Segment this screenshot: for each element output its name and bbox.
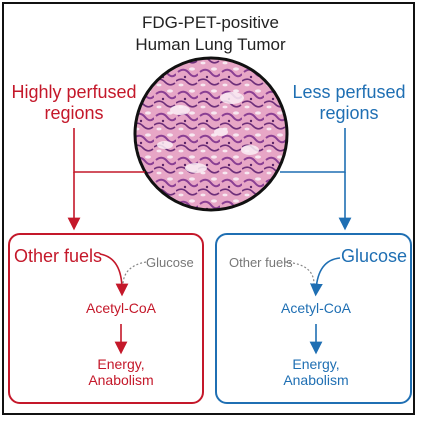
right-energy-line-1: Energy, (292, 356, 340, 372)
left-acetyl-coa-label: Acetyl-CoA (85, 300, 157, 316)
tumor-histology-image (133, 56, 289, 212)
left-other-fuels-label: Other fuels (14, 246, 103, 266)
right-acetyl-coa-label: Acetyl-CoA (280, 300, 352, 316)
title-line-1: FDG-PET-positive (142, 13, 279, 32)
highly-perfused-line-2: regions (44, 102, 104, 123)
red-other-fuels-flow-arrow (99, 253, 129, 297)
less-perfused-line-1: Less perfused (292, 82, 406, 102)
left-energy-line-1: Energy, (97, 356, 145, 372)
gray-other-fuels-flow-arrow-right (284, 261, 315, 285)
highly-perfused-box (8, 233, 204, 404)
right-other-fuels-label: Other fuels (229, 255, 293, 270)
right-energy-line-2: Anabolism (283, 372, 349, 389)
right-glucose-label: Glucose (341, 246, 408, 266)
blue-glucose-flow-arrow (310, 257, 341, 297)
right-energy-anabolism-label: Energy, Anabolism (266, 356, 366, 388)
title-line-2: Human Lung Tumor (135, 35, 286, 54)
less-perfused-box (215, 233, 412, 404)
less-perfused-label: Less perfused regions (279, 82, 419, 123)
blue-connector-top (280, 128, 346, 173)
highly-perfused-label: Highly perfused regions (4, 82, 144, 123)
left-energy-anabolism-label: Energy, Anabolism (71, 356, 171, 388)
less-perfused-line-2: regions (319, 102, 379, 123)
figure-title: FDG-PET-positive Human Lung Tumor (0, 12, 421, 56)
highly-perfused-line-1: Highly perfused (11, 82, 137, 102)
left-energy-line-2: Anabolism (88, 372, 154, 389)
figure-frame (2, 2, 415, 415)
left-glucose-label: Glucose (146, 255, 194, 270)
